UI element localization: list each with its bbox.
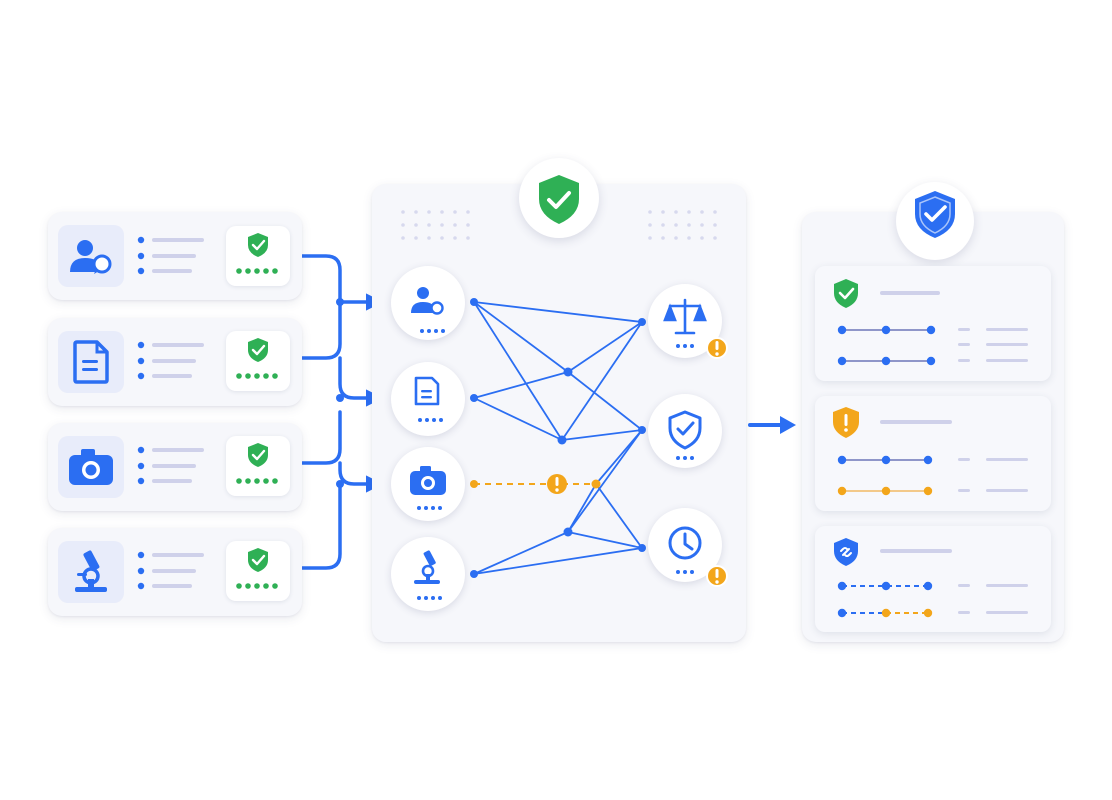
link-icon [834,538,858,566]
shield-check-icon [539,175,579,224]
document-icon [414,376,440,406]
input-connectors [296,254,384,570]
shield-check-icon [248,548,268,572]
exclamation-icon [706,565,728,587]
camera-icon [410,466,446,495]
user-comment-icon [70,240,112,274]
connector-dot [336,394,344,402]
input-icon-tile-3 [58,436,124,498]
input-icon-tile-1 [58,225,124,287]
shield-check-icon [248,443,268,467]
connector-4 [296,482,342,570]
connector-2 [296,300,342,360]
shield-check-icon [248,338,268,362]
connector-3b [338,461,384,493]
source-node-document[interactable] [391,362,465,436]
shield-check-icon [915,191,955,238]
input-icon-tile-2 [58,331,124,393]
microscope-icon [75,550,107,592]
shield-check-icon [248,233,268,257]
microscope-icon [414,550,440,584]
scales-icon [663,298,707,335]
connector-1 [296,254,384,311]
input-icon-tile-4 [58,541,124,603]
exclamation-icon [547,474,567,494]
status-dots [236,268,278,589]
shield-exclamation-icon [833,407,859,438]
connector-dot [336,298,344,306]
clock-icon [668,526,702,560]
exclamation-icon [706,337,728,359]
connector-2b [338,356,384,407]
shield-check-icon [834,279,858,308]
user-comment-icon [411,287,444,315]
document-icon [73,340,109,384]
connector-3 [296,410,342,465]
connector-dot [336,480,344,488]
shield-check-icon [668,410,702,450]
camera-icon [69,449,113,485]
